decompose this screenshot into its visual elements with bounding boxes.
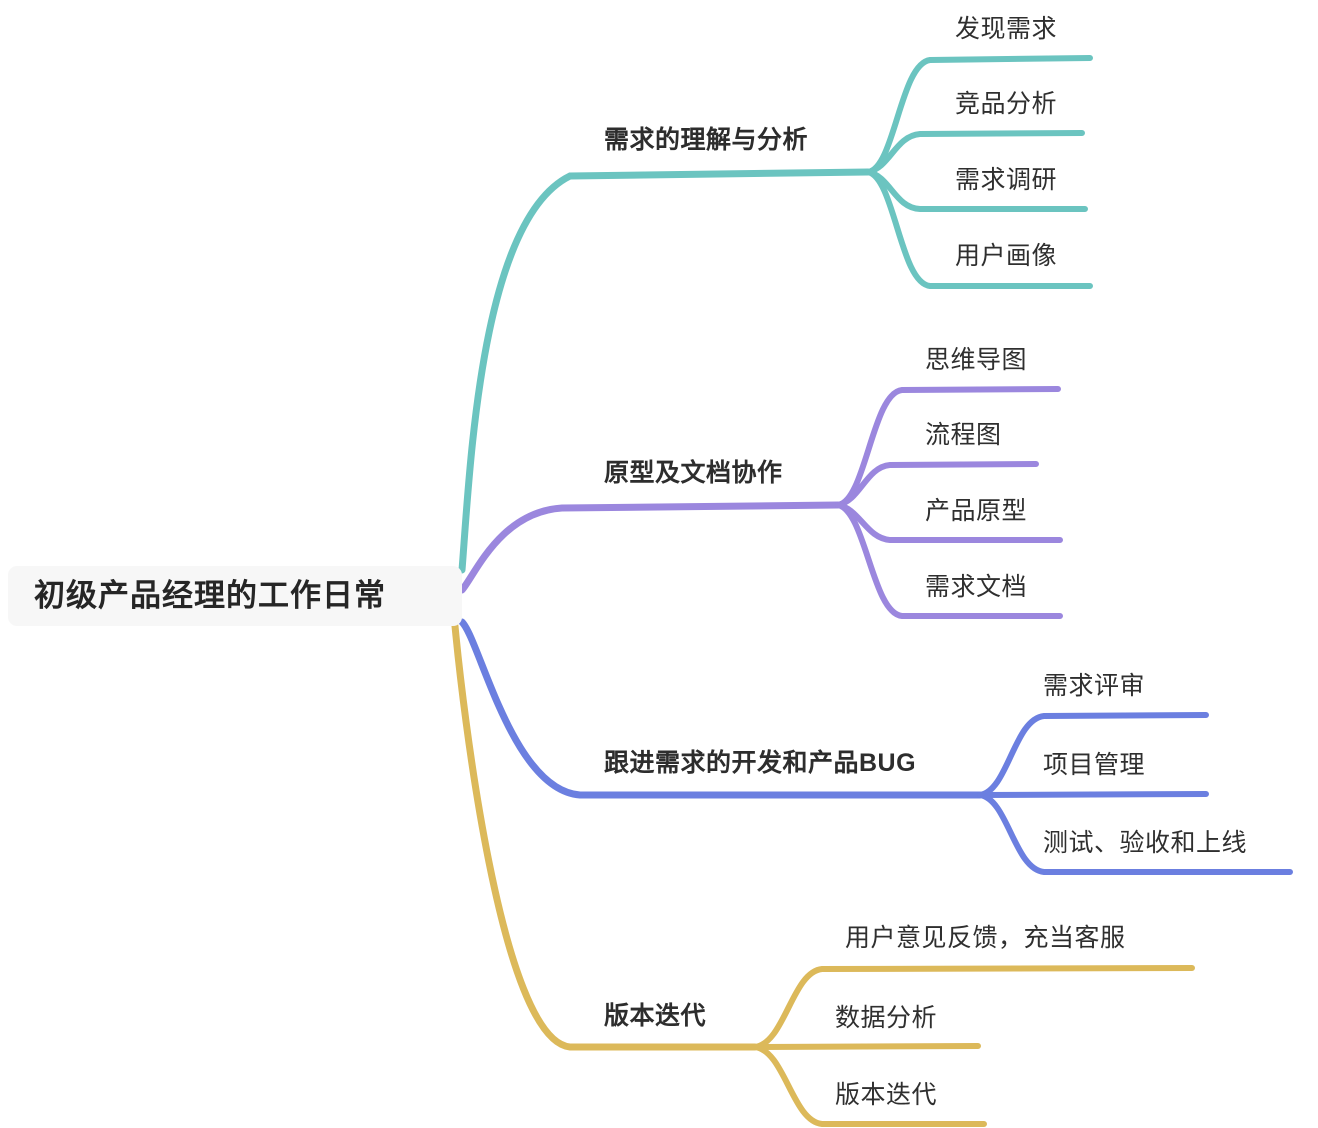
branch-node-1[interactable]: 需求的理解与分析	[604, 126, 809, 155]
leaf-node-2-4-label: 需求文档	[925, 573, 1028, 601]
leaf-node-1-3[interactable]: 需求调研	[955, 166, 1058, 195]
edge-branch-4-to-leaf-2	[752, 1043, 981, 1050]
branch-node-3[interactable]: 跟进需求的开发和产品BUG	[604, 749, 917, 778]
leaf-node-1-4-label: 用户画像	[955, 242, 1058, 270]
leaf-node-2-4[interactable]: 需求文档	[925, 573, 1028, 602]
leaf-node-3-2-label: 项目管理	[1043, 751, 1146, 779]
leaf-node-4-1-label: 用户意见反馈，充当客服	[845, 924, 1126, 952]
leaf-node-3-3[interactable]: 测试、验收和上线	[1043, 829, 1248, 858]
leaf-node-2-1-label: 思维导图	[925, 346, 1028, 374]
leaf-node-2-3-label: 产品原型	[925, 497, 1028, 525]
edge-root-to-branch-1	[458, 168, 872, 574]
leaf-node-3-1[interactable]: 需求评审	[1043, 672, 1146, 701]
root-node-label: 初级产品经理的工作日常	[34, 577, 386, 613]
branch-node-4-label: 版本迭代	[604, 1002, 707, 1030]
branch-node-1-label: 需求的理解与分析	[604, 126, 809, 154]
leaf-node-3-3-label: 测试、验收和上线	[1043, 829, 1248, 857]
leaf-node-4-2-label: 数据分析	[835, 1004, 938, 1032]
leaf-node-2-2[interactable]: 流程图	[925, 421, 1002, 450]
leaf-node-4-3-label: 版本迭代	[835, 1081, 938, 1109]
edge-branch-3-to-leaf-2	[977, 791, 1209, 798]
branch-node-2-label: 原型及文档协作	[604, 459, 783, 487]
leaf-node-3-2[interactable]: 项目管理	[1043, 751, 1146, 780]
leaf-node-1-2-label: 竞品分析	[955, 90, 1058, 118]
leaf-node-2-2-label: 流程图	[925, 421, 1002, 449]
leaf-node-2-3[interactable]: 产品原型	[925, 497, 1028, 526]
leaf-node-4-3[interactable]: 版本迭代	[835, 1081, 938, 1110]
branch-node-2[interactable]: 原型及文档协作	[604, 459, 783, 488]
root-node[interactable]: 初级产品经理的工作日常	[8, 566, 462, 626]
edge-branch-4-to-leaf-1	[752, 965, 1195, 1050]
leaf-node-1-4[interactable]: 用户画像	[955, 242, 1058, 271]
leaf-node-2-1[interactable]: 思维导图	[925, 346, 1028, 375]
leaf-node-1-2[interactable]: 竞品分析	[955, 90, 1058, 119]
edge-root-to-branch-4	[451, 622, 759, 1051]
leaf-node-3-1-label: 需求评审	[1043, 672, 1146, 700]
leaf-node-1-3-label: 需求调研	[955, 166, 1058, 194]
branch-node-3-label: 跟进需求的开发和产品BUG	[604, 749, 917, 777]
edge-root-to-branch-2	[458, 501, 842, 594]
leaf-node-1-1-label: 发现需求	[955, 15, 1058, 43]
leaf-node-4-1[interactable]: 用户意见反馈，充当客服	[845, 924, 1126, 953]
branch-node-4[interactable]: 版本迭代	[604, 1002, 707, 1031]
edge-group-branch-4	[451, 622, 1195, 1127]
leaf-node-4-2[interactable]: 数据分析	[835, 1004, 938, 1033]
leaf-node-1-1[interactable]: 发现需求	[955, 15, 1058, 44]
